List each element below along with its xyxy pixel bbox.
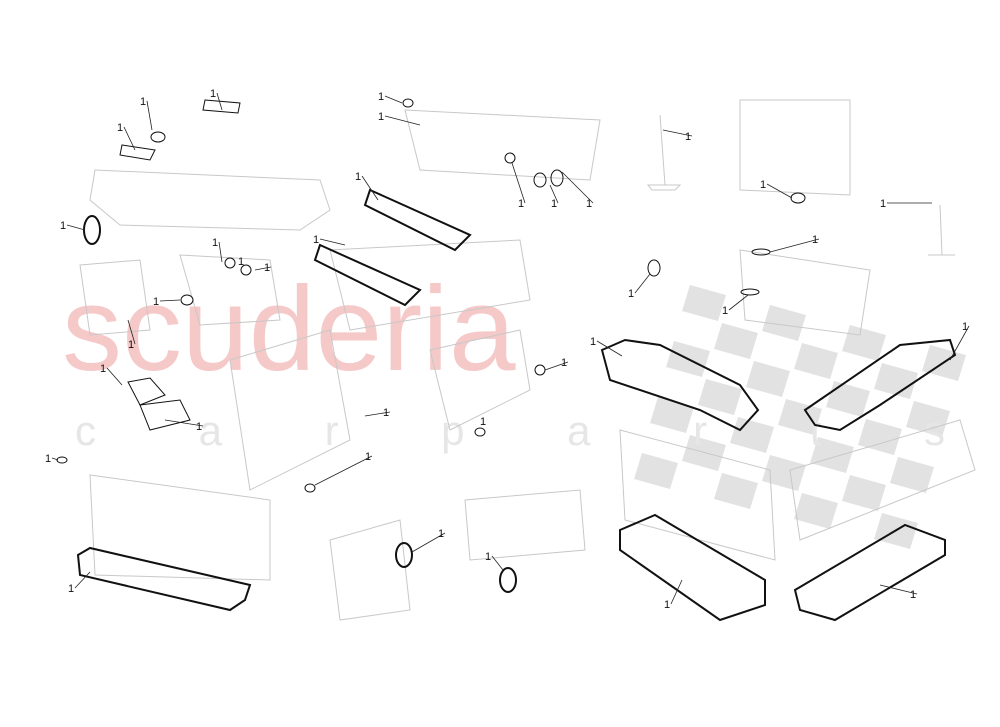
callout-label-6[interactable]: 1 <box>238 256 244 268</box>
callout-label-9[interactable]: 1 <box>128 339 134 351</box>
callout-label-30[interactable]: 1 <box>480 416 486 428</box>
callout-leader-line <box>364 411 391 417</box>
callout-label-2[interactable]: 1 <box>210 88 216 100</box>
callout-leader-line <box>218 241 223 263</box>
flag-square <box>730 417 774 453</box>
flag-square <box>778 399 822 435</box>
flag-square <box>714 323 758 359</box>
callout-leader-line <box>74 571 91 589</box>
callout-label-10[interactable]: 1 <box>100 363 106 375</box>
flag-square <box>890 457 934 493</box>
callout-leader-line <box>254 266 272 271</box>
callout-label-5[interactable]: 1 <box>212 237 218 249</box>
callout-leader-line <box>769 238 820 253</box>
callout-leader-line <box>949 325 970 361</box>
gaskets <box>56 98 957 622</box>
watermark-subtitle: c a r p a r t s <box>75 407 945 454</box>
callout-leader-line <box>596 340 623 357</box>
callout-leader-line <box>314 455 373 486</box>
callout-leader-line <box>127 319 136 345</box>
callout-leader-line <box>491 555 504 571</box>
flag-square <box>874 363 918 399</box>
flag-square <box>682 285 726 321</box>
callout-label-20[interactable]: 1 <box>685 131 691 143</box>
callout-leader-line <box>549 184 559 204</box>
callout-label-29[interactable]: 1 <box>383 407 389 419</box>
callout-label-24[interactable]: 1 <box>628 288 634 300</box>
callout-label-19[interactable]: 1 <box>586 198 592 210</box>
flag-square <box>858 419 902 455</box>
callout-leader-line <box>51 457 59 461</box>
callout-label-12[interactable]: 1 <box>45 453 51 465</box>
callout-leader-line <box>123 126 136 151</box>
flag-square <box>682 435 726 471</box>
callout-label-35[interactable]: 1 <box>664 599 670 611</box>
callout-label-25[interactable]: 1 <box>722 305 728 317</box>
callout-leader-line <box>511 162 526 204</box>
flag-square <box>906 401 950 437</box>
callout-leader-line <box>728 294 749 311</box>
callout-label-3[interactable]: 1 <box>117 122 123 134</box>
flag-square <box>810 437 854 473</box>
flag-square <box>698 379 742 415</box>
flag-square <box>634 453 678 489</box>
callout-label-21[interactable]: 1 <box>760 179 766 191</box>
flag-square <box>842 475 886 511</box>
callout-label-26[interactable]: 1 <box>590 336 596 348</box>
callout-leader-line <box>634 273 651 294</box>
callout-label-31[interactable]: 1 <box>365 451 371 463</box>
callout-leader-line <box>879 584 918 595</box>
callout-label-7[interactable]: 1 <box>264 262 270 274</box>
callout-label-4[interactable]: 1 <box>60 220 66 232</box>
callout-leader-line <box>361 175 379 201</box>
callout-label-32[interactable]: 1 <box>438 528 444 540</box>
callout-leader-line <box>411 532 446 553</box>
callout-label-17[interactable]: 1 <box>518 198 524 210</box>
callout-leader-line <box>66 224 86 231</box>
callout-label-14[interactable]: 1 <box>378 111 384 123</box>
callout-label-22[interactable]: 1 <box>880 198 886 210</box>
callout-labels: 1 1 1 1 1 1 1 1 1 1 1 1 1 1 1 1 1 1 1 1 1 1 1 1 1 1 1 1 1 1 1 1 1 1 1 1 <box>45 88 970 611</box>
callout-leader-line <box>106 367 123 386</box>
callout-leader-line <box>662 129 693 137</box>
flag-square <box>762 455 806 491</box>
callout-label-15[interactable]: 1 <box>355 171 361 183</box>
callout-leader-line <box>146 100 153 131</box>
callout-label-36[interactable]: 1 <box>910 589 916 601</box>
callout-label-23[interactable]: 1 <box>812 234 818 246</box>
flag-square <box>794 493 838 529</box>
callout-label-33[interactable]: 1 <box>485 551 491 563</box>
callout-label-13[interactable]: 1 <box>378 91 384 103</box>
callout-leader-line <box>159 299 181 302</box>
callout-label-1[interactable]: 1 <box>140 96 146 108</box>
flag-square <box>826 381 870 417</box>
checkered-flag-watermark <box>634 285 966 549</box>
flag-square <box>842 325 886 361</box>
callout-label-11[interactable]: 1 <box>196 421 202 433</box>
callout-leader-line <box>216 92 223 111</box>
watermark-brand: scuderia <box>62 262 516 396</box>
flag-square <box>714 473 758 509</box>
callout-label-8[interactable]: 1 <box>153 296 159 308</box>
flag-square <box>746 361 790 397</box>
callout-leader-line <box>384 95 403 104</box>
callout-label-28[interactable]: 1 <box>561 357 567 369</box>
callout-leader-line <box>384 115 421 126</box>
flag-square <box>650 397 694 433</box>
callout-label-18[interactable]: 1 <box>551 198 557 210</box>
callout-label-16[interactable]: 1 <box>313 234 319 246</box>
callout-leader-line <box>766 183 793 199</box>
part-outlines <box>79 99 976 621</box>
flag-square <box>794 343 838 379</box>
callout-leader-line <box>164 419 204 427</box>
callout-leader-line <box>319 238 346 246</box>
callout-leader-line <box>670 579 683 605</box>
callout-leader-line <box>561 171 594 204</box>
callout-label-34[interactable]: 1 <box>68 583 74 595</box>
flag-square <box>762 305 806 341</box>
callout-label-27[interactable]: 1 <box>962 321 968 333</box>
callout-leader-line <box>544 361 569 371</box>
